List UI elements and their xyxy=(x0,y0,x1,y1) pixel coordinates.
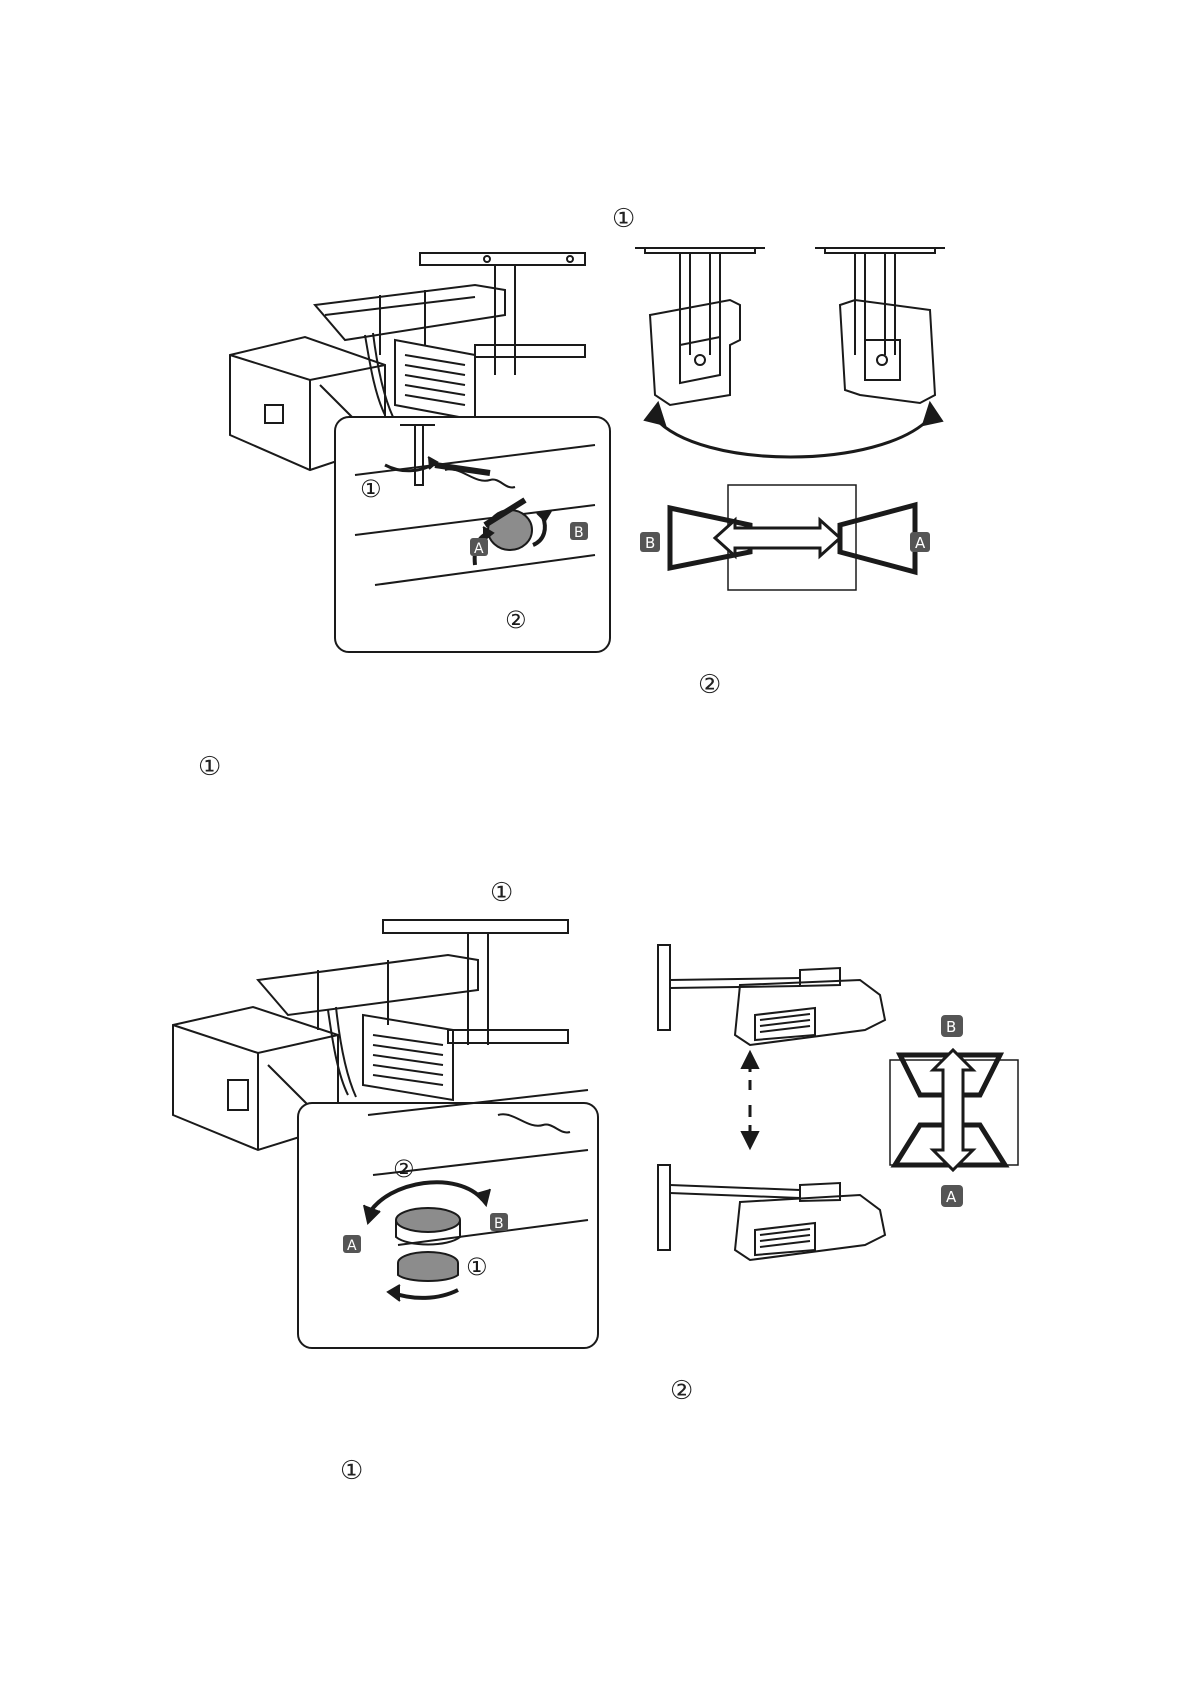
step-marker-1-body: ① xyxy=(198,754,221,780)
callout-step-1: ① xyxy=(360,475,382,503)
height-side-view-illustration xyxy=(650,940,910,1265)
callout-badge-a: A xyxy=(474,541,484,557)
projector-mount-illustration-2: ② ① A B xyxy=(168,915,608,1355)
vertical-keystone-diagram: B A xyxy=(885,1010,1025,1210)
callout-step-1-section2: ① xyxy=(466,1253,488,1281)
projector-mount-illustration-1: ① ② A B xyxy=(225,245,620,665)
step-marker-2-after-figure-section2: ② xyxy=(670,1378,693,1404)
keystone-badge-b-section2: B xyxy=(946,1018,956,1036)
callout-step-2: ② xyxy=(505,606,527,634)
rotation-top-view-illustration xyxy=(630,245,960,470)
keystone-badge-a: A xyxy=(915,534,926,552)
step-marker-2-after-figure: ② xyxy=(698,672,721,698)
callout-step-2-section2: ② xyxy=(393,1155,415,1183)
keystone-badge-a-section2: A xyxy=(946,1188,957,1206)
callout-badge-b-section2: B xyxy=(494,1216,504,1232)
step-marker-1-top: ① xyxy=(612,206,635,232)
callout-badge-a-section2: A xyxy=(347,1238,357,1254)
step-marker-1-body-section2: ① xyxy=(340,1458,363,1484)
keystone-badge-b: B xyxy=(645,534,655,552)
callout-badge-b: B xyxy=(574,525,584,541)
step-marker-1-top-section2: ① xyxy=(490,880,513,906)
horizontal-keystone-diagram: B A xyxy=(660,480,940,600)
